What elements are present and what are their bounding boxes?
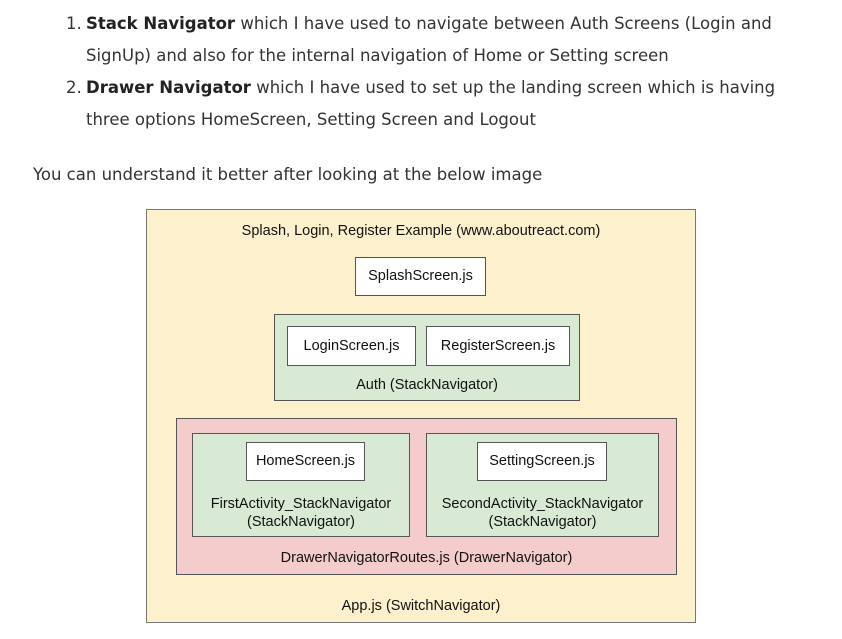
list-term: Stack Navigator <box>86 14 236 33</box>
lead-paragraph: You can understand it better after looki… <box>33 165 543 184</box>
register-screen-box: RegisterScreen.js <box>426 326 570 366</box>
list-text: which I have used to navigate between Au… <box>86 14 772 65</box>
splash-screen-box: SplashScreen.js <box>355 257 486 296</box>
second-stack-label-line1: SecondActivity_StackNavigator <box>441 496 644 512</box>
home-screen-box: HomeScreen.js <box>246 442 365 481</box>
first-stack-label-line2: (StackNavigator) <box>247 514 355 530</box>
list-item: 2. Drawer Navigator which I have used to… <box>60 72 820 136</box>
navigation-diagram: Splash, Login, Register Example (www.abo… <box>146 209 696 623</box>
list-term: Drawer Navigator <box>86 78 251 97</box>
auth-stack-label: Auth (StackNavigator) <box>356 377 498 393</box>
first-stack-label-line1: FirstActivity_StackNavigator <box>210 496 392 512</box>
login-screen-box: LoginScreen.js <box>287 326 416 366</box>
app-switch-navigator-label: App.js (SwitchNavigator) <box>341 598 501 614</box>
list-text: which I have used to set up the landing … <box>86 78 776 129</box>
drawer-navigator-label: DrawerNavigatorRoutes.js (DrawerNavigato… <box>280 550 573 566</box>
setting-screen-box: SettingScreen.js <box>477 442 607 481</box>
diagram-title: Splash, Login, Register Example (www.abo… <box>241 223 601 239</box>
navigator-list: 1. Stack Navigator which I have used to … <box>60 8 820 136</box>
second-stack-label-line2: (StackNavigator) <box>488 514 597 530</box>
list-number: 1. <box>66 14 82 33</box>
list-number: 2. <box>66 78 82 97</box>
list-item: 1. Stack Navigator which I have used to … <box>60 8 820 72</box>
